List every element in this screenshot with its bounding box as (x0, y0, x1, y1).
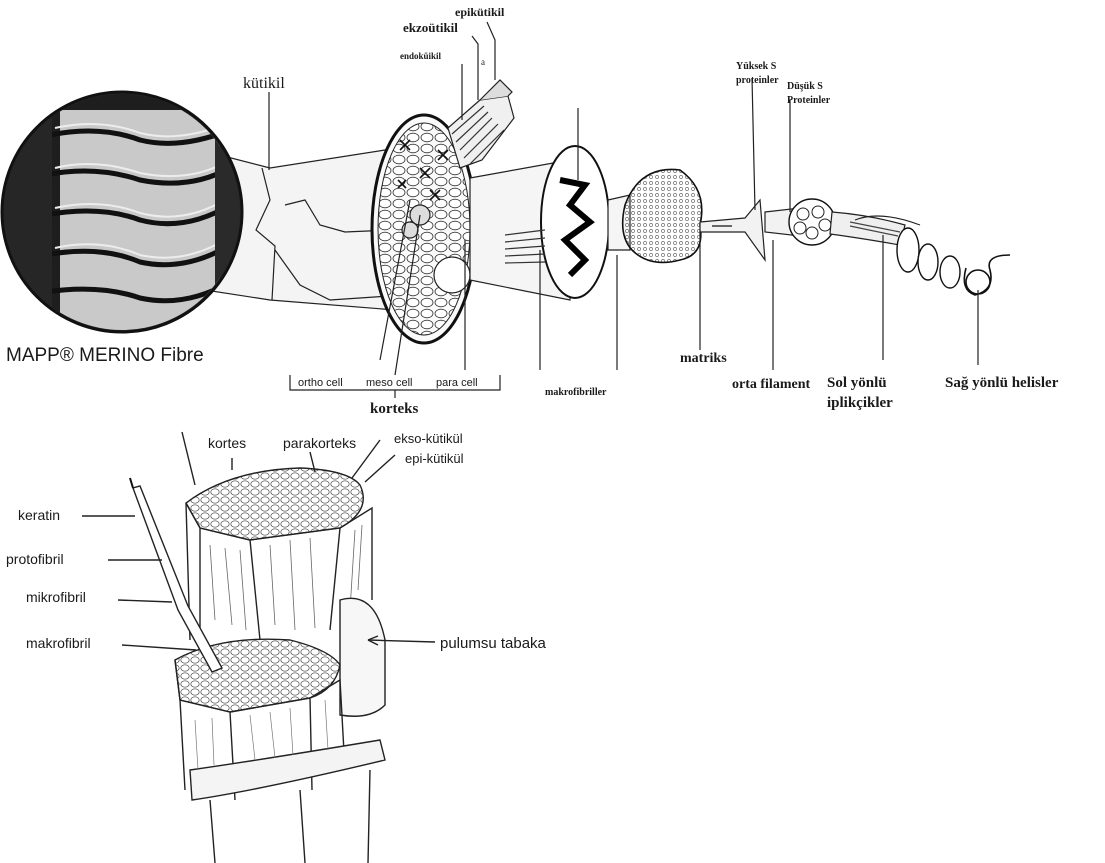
micrograph-image (0, 90, 255, 340)
label-orta-filament: orta filament (732, 378, 810, 392)
label-a: a (481, 58, 485, 67)
label-para-cell: para cell (436, 378, 478, 389)
filament-bundle (789, 199, 835, 245)
label-makrofibriller: makrofibriller (545, 388, 606, 398)
label-epikutikil: epikütikil (455, 6, 504, 18)
label-kortes: kortes (208, 436, 246, 450)
micrograph-caption: MAPP® MERINO Fibre (6, 346, 204, 365)
label-dusuk-s-proteinler: Düşük S Proteinler (787, 80, 830, 108)
bottom-fibre-diagram (82, 432, 435, 863)
label-korteks: korteks (370, 402, 418, 417)
label-matriks: matriks (680, 352, 727, 366)
label-keratin: keratin (18, 508, 60, 522)
label-parakorteks: parakorteks (283, 436, 356, 450)
label-makrofibril: makrofibril (26, 636, 91, 650)
matrix-blob (623, 169, 702, 262)
label-mikrofibril: mikrofibril (26, 590, 86, 604)
label-kutikil: kütikil (243, 76, 285, 92)
label-sol-yonlu-iplikcikler: Sol yönlü iplikçikler (827, 374, 893, 413)
label-meso-cell: meso cell (366, 378, 412, 389)
label-endokutikil: endoküikil (400, 52, 441, 61)
label-sag-yonlu-helisler: Sağ yönlü helisler (945, 376, 1058, 391)
label-ekso-kutikul: ekso-kütikül (394, 432, 463, 445)
label-ekzokutikil: ekzoütikil (403, 21, 458, 34)
label-epi-kutikul: epi-kütikül (405, 452, 464, 465)
label-ortho-cell: ortho cell (298, 378, 343, 389)
macrofibril-disc (541, 146, 609, 298)
label-pulumsu-tabaka: pulumsu tabaka (440, 636, 546, 651)
label-protofibril: protofibril (6, 552, 64, 566)
top-fibre-diagram (200, 22, 1010, 398)
label-yuksek-s-proteinler: Yüksek S proteinler (736, 60, 779, 88)
